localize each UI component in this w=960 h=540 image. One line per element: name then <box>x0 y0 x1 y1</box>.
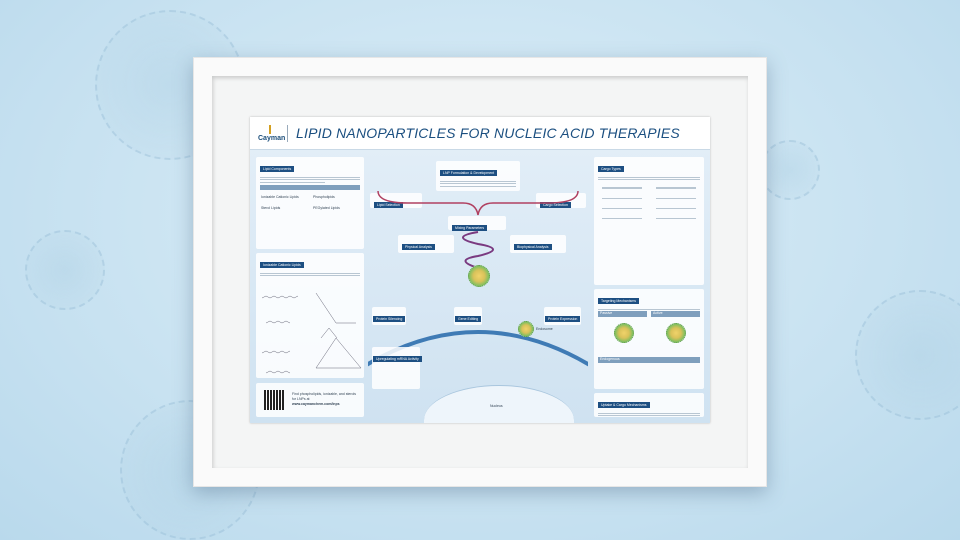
cayman-logo: Cayman <box>258 124 288 142</box>
lipid-structures-illustration <box>261 292 362 374</box>
protein-silencing-panel: Protein Silencing <box>372 307 407 325</box>
lipid-nanoparticle-icon <box>468 265 490 287</box>
biophysical-analysis-panel: Biophysical Analysis <box>510 235 566 253</box>
passive-lnp-icon <box>614 323 634 343</box>
lipid-type: PEGylated Lipids <box>313 205 340 210</box>
physical-analysis-panel: Physical Analysis <box>398 235 454 253</box>
lipid-type: Phospholipids <box>313 195 335 200</box>
lipid-type: Sterol Lipids <box>261 205 281 210</box>
gene-editing-panel: Gene Editing <box>454 307 483 325</box>
lipid-type: Ionizable Cationic Lipids <box>261 195 299 200</box>
poster-header: Cayman LIPID NANOPARTICLES FOR NUCLEIC A… <box>250 117 710 150</box>
center-diagram: LNP Formulation & Development Lipid Sele… <box>368 157 588 423</box>
background-virus-decoration <box>25 230 105 310</box>
footer-text-block: Find phospholipids, ionizable, and stero… <box>292 392 360 407</box>
active-lnp-icon <box>666 323 686 343</box>
poster-title: LIPID NANOPARTICLES FOR NUCLEIC ACID THE… <box>296 125 680 141</box>
endosome-icon <box>518 321 534 337</box>
ionizable-lipids-panel: Ionizable Cationic Lipids <box>256 253 364 378</box>
picture-frame: Cayman LIPID NANOPARTICLES FOR NUCLEIC A… <box>193 57 767 487</box>
targeting-mechanisms-panel: Targeting Mechanisms Passive Active Endo… <box>594 289 704 389</box>
lipid-selection-panel: Lipid Selection <box>370 193 422 208</box>
poster: Cayman LIPID NANOPARTICLES FOR NUCLEIC A… <box>250 117 710 423</box>
qr-code[interactable] <box>264 390 284 410</box>
protein-expression-panel: Protein Expression <box>544 307 582 325</box>
cargo-selection-panel: Cargo Selection <box>536 193 586 208</box>
mrna-activity-panel: Upregulating mRNA Activity <box>372 347 422 389</box>
cargo-types-panel: Cargo Types <box>594 157 704 285</box>
background-virus-decoration <box>760 140 820 200</box>
background-virus-decoration <box>855 290 960 420</box>
formulation-panel: LNP Formulation & Development <box>436 161 520 191</box>
footer-panel: Find phospholipids, ionizable, and stero… <box>256 383 364 417</box>
uptake-mechanisms-panel: Uptake & Cargo Mechanisms <box>594 393 704 417</box>
mixing-parameters-panel: Mixing Parameters <box>448 216 506 231</box>
lipid-components-panel: Lipid Components Ionizable Cationic Lipi… <box>256 157 364 249</box>
website-link[interactable]: www.caymanchem.com/lnps <box>292 402 340 407</box>
